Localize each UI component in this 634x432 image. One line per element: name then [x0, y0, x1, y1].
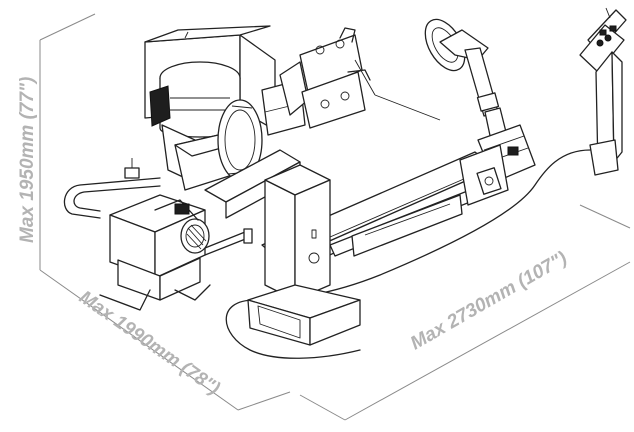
height-dimension-label: Max 1950mm (77") [17, 77, 38, 243]
dimension-lines [39, 13, 631, 421]
floor-pedals [99, 284, 211, 311]
pedal-pedestal [247, 164, 361, 346]
main-column [144, 25, 301, 219]
power-unit [109, 158, 210, 301]
length-dimension-label: Max 2730mm (107") [407, 248, 571, 355]
machine-drawing [63, 7, 627, 359]
depth-dimension-label: Max 1990mm (78") [75, 287, 223, 400]
chuck-assembly [261, 27, 441, 136]
control-console [579, 7, 627, 176]
tool-arm [424, 18, 536, 206]
tube-frame [63, 177, 161, 219]
